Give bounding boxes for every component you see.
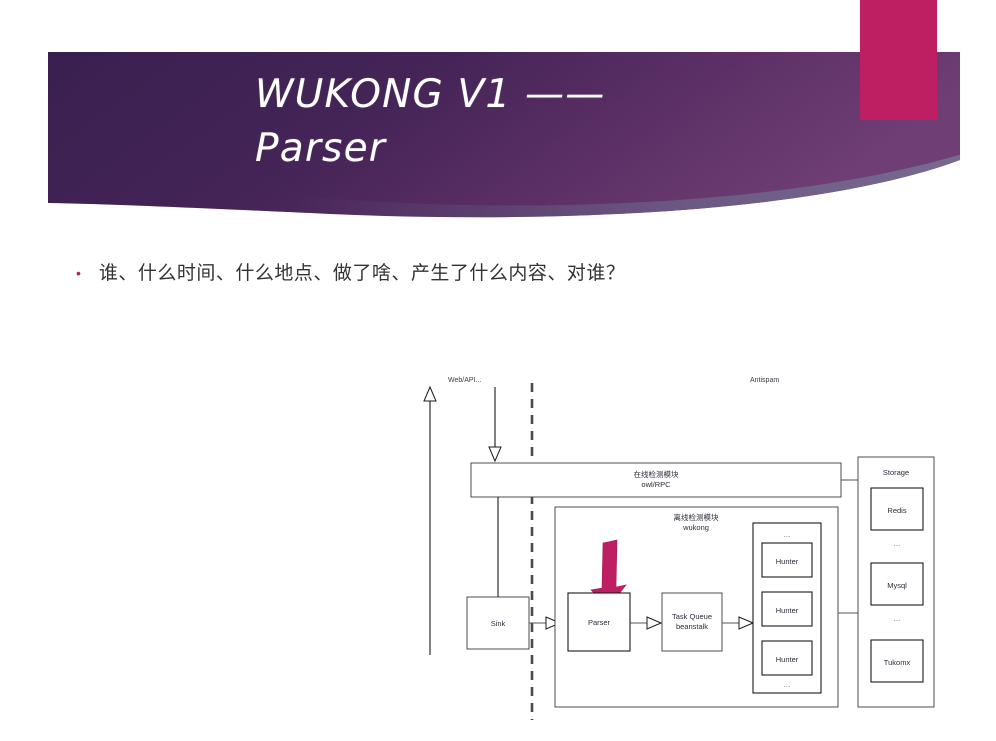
storage-ellipsis-1: ... — [894, 539, 901, 548]
storage-ellipsis-2: ... — [894, 614, 901, 623]
hunter-label-1: Hunter — [776, 557, 799, 566]
feedback-arrow — [423, 385, 437, 655]
offline-module-label-cn: 离线检测模块 — [674, 512, 719, 522]
task-queue-label-line2: beanstalk — [676, 622, 708, 631]
bullet-item: • 谁、什么时间、什么地点、做了啥、产生了什么内容、对谁？ — [76, 258, 936, 288]
diagram-canvas: Web/API... Antispam 在线检测模块 owl/RPC Sink … — [423, 377, 935, 720]
hunter-ellipsis-bottom: ... — [784, 680, 791, 689]
storage-item-mysql: Mysql — [887, 581, 907, 590]
online-module-label-cn: 在线检测模块 — [634, 469, 679, 479]
web-api-arrow — [488, 387, 502, 463]
storage-item-tukomx: Tukomx — [884, 658, 911, 667]
parser-node: Parser — [567, 592, 631, 652]
parser-label: Parser — [588, 618, 611, 627]
bullet-text: 谁、什么时间、什么地点、做了啥、产生了什么内容、对谁？ — [98, 262, 626, 284]
hunter-group: ... Hunter Hunter Hunter ... — [752, 522, 822, 694]
architecture-diagram: Web/API... Antispam 在线检测模块 owl/RPC Sink … — [405, 365, 975, 725]
hunter-ellipsis-top: ... — [784, 530, 791, 539]
slide-title-banner: WUKONG V1 —— Parser — [0, 0, 996, 225]
sink-node: Sink — [466, 596, 530, 650]
queue-to-hunters-arrow — [722, 616, 755, 630]
task-queue-label-line1: Task Queue — [672, 612, 712, 621]
sink-label: Sink — [491, 619, 506, 628]
parser-to-queue-arrow — [630, 616, 663, 630]
sink-to-parser-arrow — [529, 616, 562, 630]
task-queue-node: Task Queue beanstalk — [661, 592, 723, 652]
hunter-label-2: Hunter — [776, 606, 799, 615]
hunter-label-3: Hunter — [776, 655, 799, 664]
storage-group: Storage Redis ... Mysql ... Tukomx — [857, 456, 935, 708]
banner-body — [48, 52, 960, 218]
accent-bar — [860, 0, 937, 120]
antispam-label: Antispam — [750, 377, 779, 384]
web-api-label: Web/API... — [448, 377, 481, 384]
banner-shape — [48, 0, 960, 218]
bullet-list: • 谁、什么时间、什么地点、做了啥、产生了什么内容、对谁？ — [76, 258, 936, 288]
online-module-label-en: owl/RPC — [641, 480, 671, 489]
online-detection-module: 在线检测模块 owl/RPC — [470, 462, 842, 498]
storage-item-redis: Redis — [887, 506, 906, 515]
storage-label: Storage — [883, 468, 909, 477]
bullet-marker-icon: • — [76, 265, 81, 281]
page-title: WUKONG V1 —— Parser — [255, 72, 606, 171]
offline-module-label-en: wukong — [682, 523, 709, 532]
